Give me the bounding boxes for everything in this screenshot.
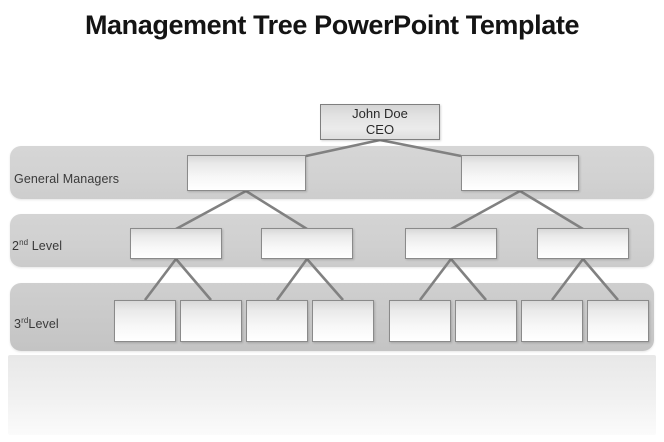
node-general-manager-1[interactable] [187, 155, 306, 191]
node-general-manager-2[interactable] [461, 155, 579, 191]
band-label-third-level: 3rdLevel [14, 315, 59, 331]
node-third-level-6[interactable] [455, 300, 517, 342]
page-title: Management Tree PowerPoint Template [84, 10, 580, 40]
band-label-general-managers: General Managers [14, 172, 120, 186]
slide-background-wash [8, 355, 656, 435]
node-third-level-2[interactable] [180, 300, 242, 342]
band-label-second-level-suffix: Level [28, 239, 63, 253]
node-third-level-8[interactable] [587, 300, 649, 342]
node-ceo[interactable]: John Doe CEO [320, 104, 440, 140]
node-ceo-title: CEO [365, 122, 395, 137]
node-second-level-1[interactable] [130, 228, 222, 259]
node-third-level-4[interactable] [312, 300, 374, 342]
node-third-level-3[interactable] [246, 300, 308, 342]
band-label-second-level-sup: nd [19, 237, 29, 247]
node-third-level-1[interactable] [114, 300, 176, 342]
node-third-level-5[interactable] [389, 300, 451, 342]
node-third-level-7[interactable] [521, 300, 583, 342]
node-second-level-4[interactable] [537, 228, 629, 259]
band-label-second-level: 2nd Level [12, 237, 63, 253]
node-ceo-name: John Doe [352, 106, 408, 122]
band-label-third-level-sup: rd [21, 315, 29, 325]
node-second-level-2[interactable] [261, 228, 353, 259]
node-second-level-3[interactable] [405, 228, 497, 259]
band-label-second-level-prefix: 2 [12, 239, 20, 253]
band-label-third-level-prefix: 3 [14, 317, 22, 331]
band-label-third-level-suffix: Level [28, 317, 59, 331]
